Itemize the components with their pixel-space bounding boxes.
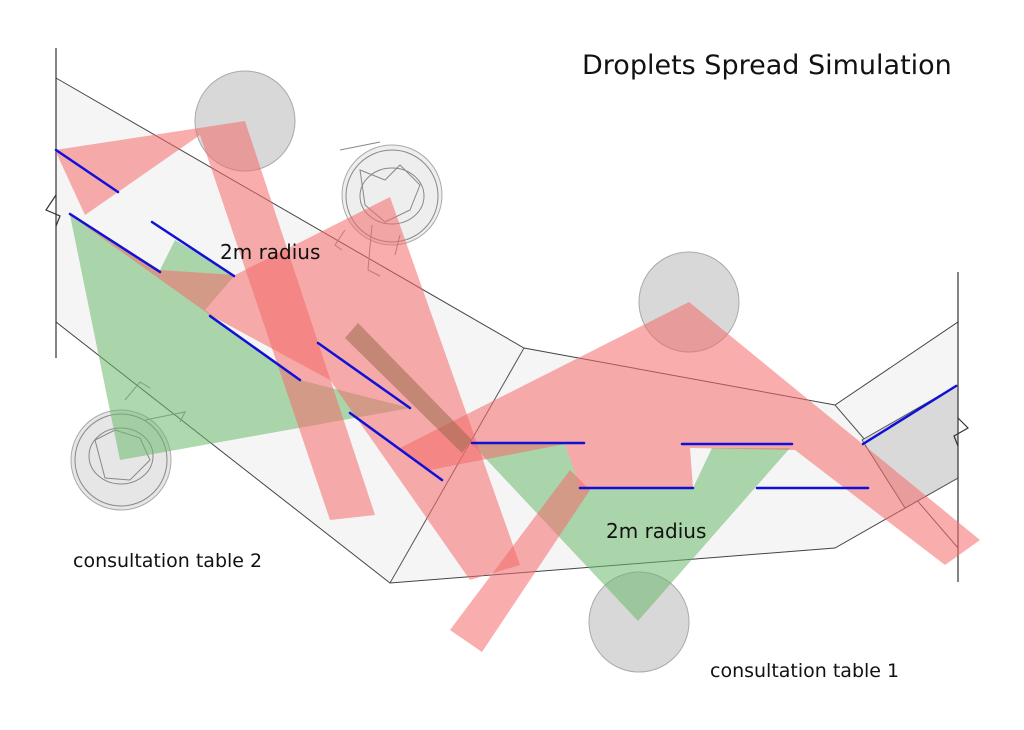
consultation-table-1-label: consultation table 1 <box>710 660 900 682</box>
radius-label-right: 2m radius <box>606 519 707 543</box>
diagram-title: Droplets Spread Simulation <box>582 50 952 81</box>
partition-screens <box>54 148 958 490</box>
consultation-table-2-label: consultation table 2 <box>73 550 263 572</box>
red-spread-strip <box>450 470 590 652</box>
wall-break-icon <box>45 194 61 227</box>
red-spread-zone <box>55 121 980 580</box>
wall-break-icon <box>953 417 969 447</box>
radius-label-left: 2m radius <box>220 240 321 264</box>
brown-spread-strip <box>345 323 472 453</box>
